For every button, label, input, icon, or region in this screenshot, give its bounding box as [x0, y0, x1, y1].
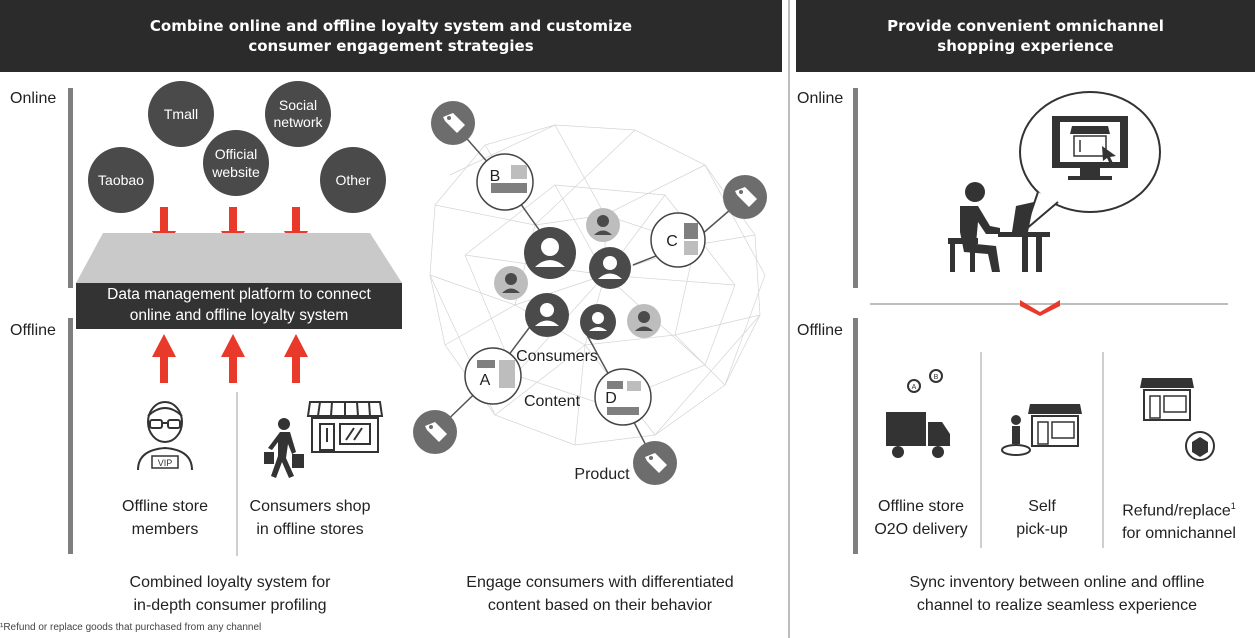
caption-loyalty-line-1: Combined loyalty system for	[129, 574, 331, 591]
service-pickup: Self pick-up	[984, 495, 1100, 541]
left-offline-bar	[68, 318, 73, 554]
footnote: ¹Refund or replace goods that purchased …	[0, 622, 262, 633]
content-node-d: D	[594, 368, 652, 426]
content-node-b: B	[476, 153, 534, 211]
channel-bubble-social-network: Social network	[265, 81, 331, 147]
right-online-bar	[853, 88, 858, 288]
service-refund: Refund/replace1 for omnichannel	[1106, 495, 1252, 545]
platform-text-line-1: Data management platform to connect	[107, 286, 371, 303]
content-node-c: C	[650, 212, 706, 268]
channel-bubble-other: Other	[320, 147, 386, 213]
channel-bubble-taobao: Taobao	[88, 147, 154, 213]
vip-badge-text: VIP	[158, 458, 173, 468]
left-header-line-2: consumer engagement strategies	[248, 37, 534, 55]
svg-text:network: network	[273, 114, 323, 130]
self-pickup-icon	[1001, 404, 1082, 456]
service-o2o-line-2: O2O delivery	[874, 521, 968, 538]
platform-text-line-2: online and offline loyalty system	[129, 307, 349, 324]
right-offline-label: Offline	[797, 322, 843, 339]
service-divider-1	[980, 352, 982, 548]
channel-bubble-tmall: Tmall	[148, 81, 214, 147]
shop-offline-text: Consumers shop in offline stores	[240, 495, 380, 541]
right-header: Provide convenient omnichannel shopping …	[796, 0, 1255, 72]
content-node-b-label: B	[490, 168, 501, 185]
content-node-a-label: A	[480, 372, 491, 389]
desk-person	[948, 182, 1050, 272]
platform-box	[76, 283, 402, 329]
left-offline-label: Offline	[10, 322, 56, 339]
content-node-c-label: C	[666, 233, 678, 250]
consumer-cluster	[494, 208, 661, 340]
shop-offline-line-1: Consumers shop	[249, 498, 371, 515]
up-arrows	[152, 334, 308, 383]
speech-bubble	[1019, 91, 1161, 234]
svg-text:Social: Social	[279, 97, 317, 113]
refund-replace-icon	[1140, 378, 1215, 461]
service-refund-line-1: Refund/replace1	[1122, 501, 1236, 520]
content-node-a: A	[464, 347, 522, 405]
store-members-line-2: members	[131, 521, 199, 538]
platform-shape	[76, 233, 402, 283]
o2o-delivery-icon: A B	[886, 369, 950, 458]
service-pickup-line-2: pick-up	[1016, 521, 1068, 538]
online-shopping-icon	[948, 91, 1161, 272]
caption-engage: Engage consumers with differentiated con…	[430, 571, 770, 617]
loyalty-diagram: Tmall Social network Official website Ta…	[76, 81, 402, 383]
svg-text:A: A	[912, 384, 917, 391]
store-members-text: Offline store members	[100, 495, 230, 541]
network-diagram: B C A D Consumers Content Product	[413, 101, 767, 485]
svg-text:B: B	[934, 374, 939, 381]
product-label: Product	[574, 466, 630, 483]
consumers-label: Consumers	[516, 348, 598, 365]
content-label: Content	[524, 393, 581, 410]
caption-engage-line-2: content based on their behavior	[487, 597, 713, 614]
left-header: Combine online and offline loyalty syste…	[0, 0, 782, 72]
content-node-d-label: D	[605, 390, 617, 407]
chevron-down-icon	[1020, 300, 1060, 316]
channel-bubble-official-website: Official website	[203, 130, 269, 196]
left-header-line-1: Combine online and offline loyalty syste…	[149, 17, 633, 35]
caption-loyalty: Combined loyalty system for in-depth con…	[100, 571, 360, 617]
platform-text: Data management platform to connect onli…	[76, 284, 402, 326]
right-offline-bar	[853, 318, 858, 554]
caption-loyalty-line-2: in-depth consumer profiling	[133, 597, 327, 614]
shopper-store-icon	[264, 401, 384, 478]
caption-engage-line-1: Engage consumers with differentiated	[466, 574, 734, 591]
svg-text:website: website	[211, 164, 260, 180]
channel-label-taobao: Taobao	[98, 172, 144, 188]
right-online-label: Online	[797, 90, 844, 107]
online-offline-separator	[870, 303, 1228, 305]
service-pickup-line-1: Self	[1028, 498, 1056, 515]
service-refund-line-2: for omnichannel	[1122, 525, 1236, 543]
tag-icons	[413, 101, 767, 485]
left-online-label: Online	[10, 90, 57, 107]
caption-sync: Sync inventory between online and offlin…	[862, 571, 1252, 617]
channel-label-other: Other	[335, 172, 370, 188]
offline-divider	[236, 392, 238, 556]
panel-divider	[788, 0, 790, 638]
right-header-line-2: shopping experience	[937, 37, 1114, 55]
service-o2o: Offline store O2O delivery	[862, 495, 980, 541]
caption-sync-line-1: Sync inventory between online and offlin…	[909, 574, 1205, 591]
service-o2o-line-1: Offline store	[878, 498, 964, 515]
left-online-bar	[68, 88, 73, 288]
store-members-line-1: Offline store	[122, 498, 208, 515]
channel-label-tmall: Tmall	[164, 106, 198, 122]
right-header-line-1: Provide convenient omnichannel	[887, 17, 1164, 35]
footnote-mark: 1	[1230, 501, 1236, 511]
vip-member-icon: VIP	[137, 401, 193, 471]
svg-text:Official: Official	[215, 146, 258, 162]
service-divider-2	[1102, 352, 1104, 548]
shop-offline-line-2: in offline stores	[256, 521, 364, 538]
caption-sync-line-2: channel to realize seamless experience	[916, 597, 1198, 614]
